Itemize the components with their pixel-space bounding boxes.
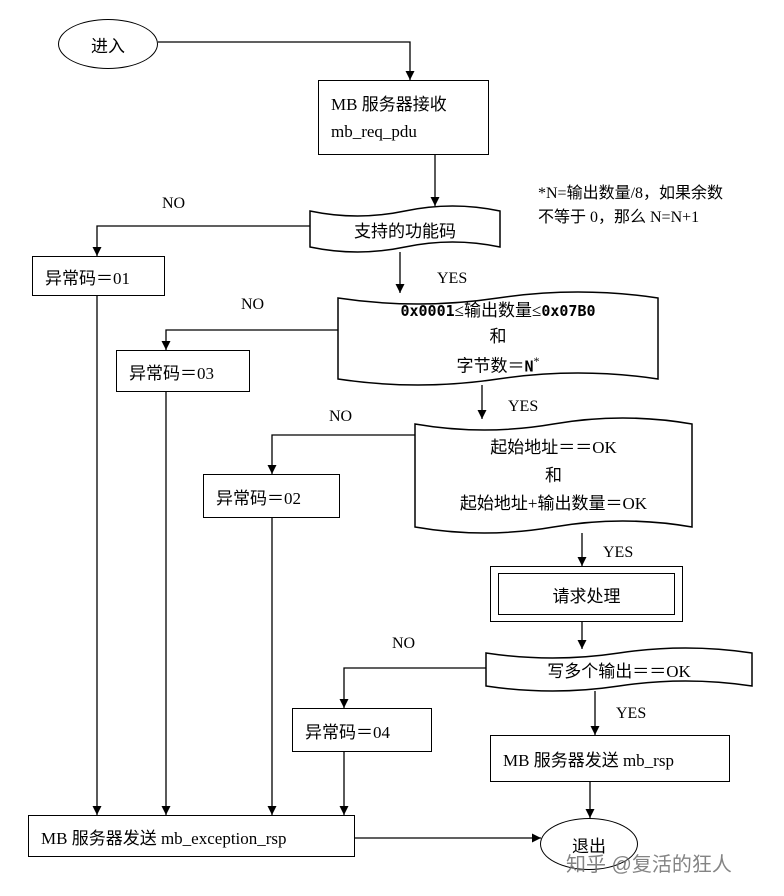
- note-line1: *N=输出数量/8，如果余数: [538, 185, 724, 202]
- exception-code-02-box: 异常码＝02: [203, 474, 340, 518]
- quantity-max: 0x07B0: [541, 301, 596, 320]
- function-code-label: 支持的功能码: [354, 221, 456, 241]
- start-terminal: 进入: [58, 19, 158, 69]
- byte-count-value: N: [524, 357, 534, 376]
- function-code-decision: 支持的功能码: [310, 206, 500, 252]
- quantity-condition: ≤输出数量≤: [454, 300, 542, 320]
- receive-line1: MB 服务器接收: [331, 94, 447, 114]
- quantity-decision: 0x0001≤输出数量≤0x07B0 和 字节数＝N*: [338, 292, 658, 385]
- write-label: 写多个输出＝＝OK: [547, 662, 691, 681]
- quantity-range-line: 0x0001≤输出数量≤0x07B0: [400, 298, 595, 324]
- connector-function-code-no: [92, 225, 310, 256]
- quantity-no-label: NO: [241, 296, 265, 313]
- connector-quantity-no: [161, 329, 338, 350]
- receive-request-box: MB 服务器接收 mb_req_pdu: [318, 80, 489, 155]
- byte-count-note: *N=输出数量/8，如果余数 不等于 0，那么 N=N+1: [538, 182, 723, 230]
- write-decision-shape: [485, 647, 753, 692]
- address-decision-shape: [414, 417, 693, 534]
- end-terminal: 退出: [540, 818, 638, 870]
- address-yes-label: YES: [603, 544, 634, 561]
- address-conjunction: 和: [545, 465, 562, 485]
- quantity-min: 0x0001: [400, 301, 455, 320]
- address-line1: 起始地址＝＝OK: [490, 437, 617, 457]
- address-decision: 起始地址＝＝OK 和 起始地址+输出数量＝OK: [415, 418, 692, 533]
- exception-code-04-box: 异常码＝04: [292, 708, 432, 752]
- byte-count-line: 字节数＝N*: [456, 349, 539, 380]
- watermark: 知乎 @复活的狂人: [566, 854, 732, 876]
- quantity-conjunction: 和: [489, 326, 507, 346]
- send-response-label: MB 服务器发送 mb_rsp: [503, 751, 674, 770]
- function-code-yes-label: YES: [437, 270, 468, 287]
- exception-code-01-label: 异常码＝01: [45, 268, 130, 288]
- send-exception-box: MB 服务器发送 mb_exception_rsp: [28, 815, 355, 857]
- address-line2: 起始地址+输出数量＝OK: [459, 493, 648, 513]
- function-code-decision-shape: [309, 205, 501, 253]
- end-label: 退出: [572, 836, 606, 856]
- exception-code-03-box: 异常码＝03: [116, 350, 250, 392]
- start-label: 进入: [91, 36, 125, 56]
- process-request-outer-box: [490, 566, 683, 622]
- exception-code-01-box: 异常码＝01: [32, 256, 165, 296]
- write-decision: 写多个输出＝＝OK: [486, 648, 752, 691]
- send-exception-label: MB 服务器发送 mb_exception_rsp: [41, 828, 287, 848]
- exception-code-03-label: 异常码＝03: [129, 363, 214, 383]
- byte-count-mark: *: [533, 353, 540, 368]
- write-yes-label: YES: [616, 705, 647, 722]
- process-request-label: 请求处理: [552, 586, 621, 606]
- quantity-decision-shape: [337, 291, 659, 386]
- quantity-yes-label: YES: [508, 398, 539, 415]
- address-no-label: NO: [329, 408, 353, 425]
- connector-start-to-receive: [158, 41, 415, 80]
- send-response-box: MB 服务器发送 mb_rsp: [490, 735, 730, 782]
- function-code-no-label: NO: [162, 195, 186, 212]
- byte-count-label: 字节数＝: [456, 356, 525, 376]
- connector-address-no: [267, 434, 415, 474]
- note-line2: 不等于 0，那么 N=N+1: [538, 209, 700, 226]
- write-no-label: NO: [392, 635, 416, 652]
- exception-code-04-label: 异常码＝04: [305, 722, 390, 742]
- exception-code-02-label: 异常码＝02: [216, 488, 301, 508]
- connector-write-no: [339, 667, 486, 708]
- process-request-box: 请求处理: [498, 573, 675, 615]
- receive-line2: mb_req_pdu: [331, 121, 417, 141]
